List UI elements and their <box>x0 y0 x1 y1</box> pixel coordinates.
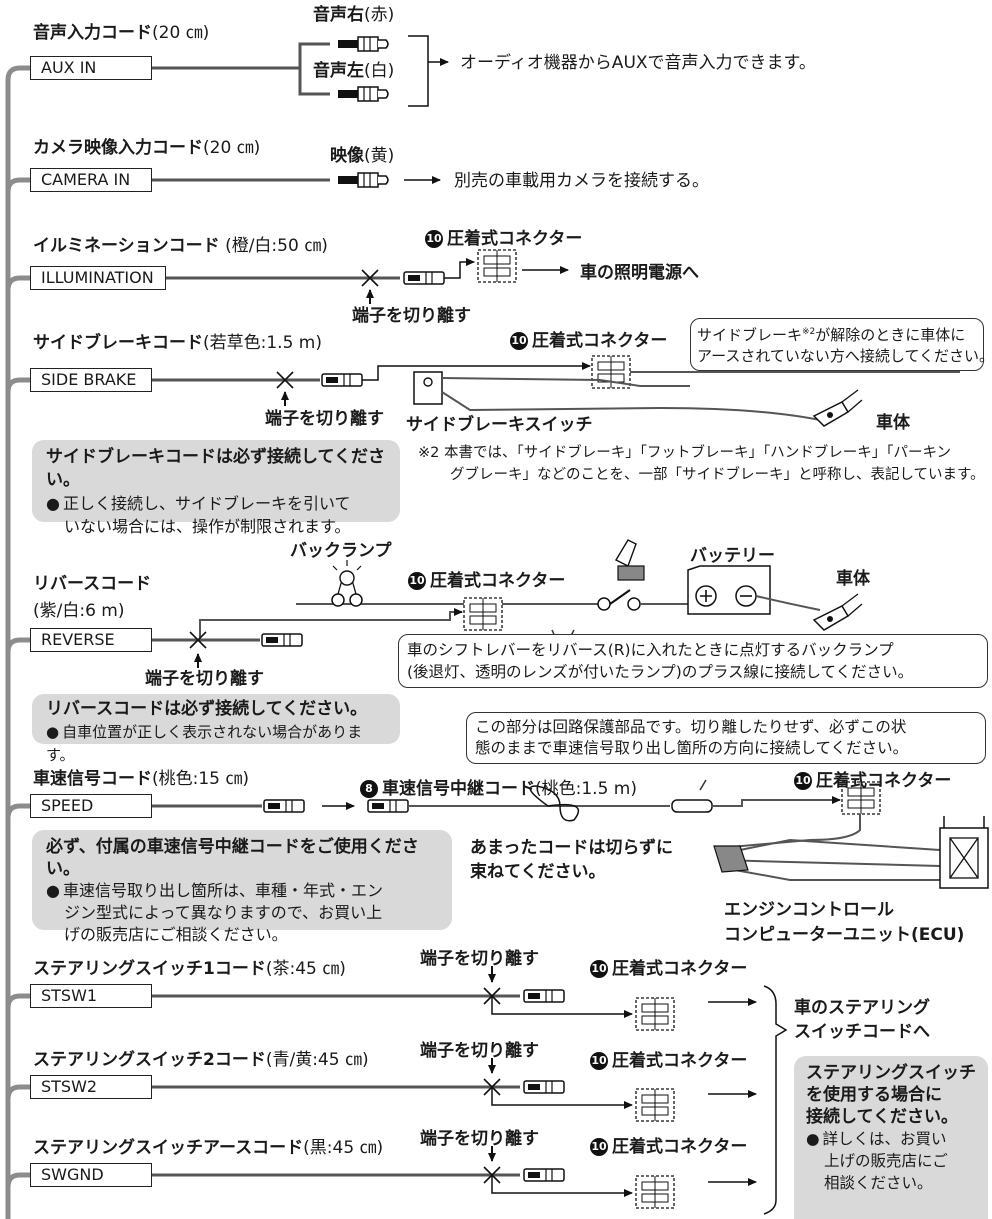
side-brake-label: SIDE BRAKE <box>30 368 152 392</box>
stsw1-cord-title: ステアリングスイッチ1コード(茶:45 ㎝) <box>33 959 346 979</box>
side-brake-callout: サイドブレーキ※2が解除のときに車体に アースされていない方へ接続してください。 <box>690 318 992 371</box>
side-brake-cord-title: サイドブレーキコード(若草色:1.5 m) <box>33 333 322 353</box>
stsw1-cut-label: 端子を切り離す <box>420 949 539 969</box>
battery-label: バッテリー <box>690 546 775 566</box>
illumination-cord-title: イルミネーションコード (橙/白:50 ㎝) <box>33 236 328 256</box>
side-brake-warning-box: サイドブレーキコードは必ず接続してください。 正しく接続し、サイドブレーキを引い… <box>32 440 400 536</box>
camera-destination: 別売の車載用カメラを接続する。 <box>454 171 709 191</box>
steering-note-box: ステアリングスイッチ を使用する場合に 接続してください。 詳しくは、お買い 上… <box>794 1056 988 1219</box>
swgnd-label: SWGND <box>30 1163 152 1187</box>
stsw2-cut-label: 端子を切り離す <box>420 1041 539 1061</box>
video-plug-label: 映像(黄) <box>330 146 395 166</box>
illumination-cut-label: 端子を切り離す <box>352 306 471 326</box>
speed-callout: この部分は回路保護部品です。切り離したりせず、必ずこの状 態のままで車速信号取り… <box>466 712 986 764</box>
camera-in-label: CAMERA IN <box>30 168 152 192</box>
speed-cord-title: 車速信号コード(桃色:15 ㎝) <box>33 769 250 789</box>
steering-destination: 車のステアリング スイッチコードへ <box>794 998 930 1042</box>
ecu-label: エンジンコントロール コンピューターユニット(ECU) <box>724 900 965 945</box>
reverse-body-label: 車体 <box>836 569 870 589</box>
reverse-cut-label: 端子を切り離す <box>145 669 264 689</box>
back-lamp-label: バックランプ <box>290 541 392 561</box>
speed-warning-box: 必ず、付属の車速信号中継コードをご使用ください。 車速信号取り出し箇所は、車種・… <box>32 830 452 944</box>
reverse-callout: 車のシフトレバーをリバース(R)に入れたときに点灯するバックランプ (後退灯、透… <box>398 634 988 688</box>
audio-left-label: 音声左(白) <box>313 61 395 81</box>
audio-right-label: 音声右(赤) <box>313 5 395 25</box>
reverse-cord-spec: (紫/白:6 m) <box>33 601 125 621</box>
swgnd-cord-title: ステアリングスイッチアースコード(黒:45 ㎝) <box>33 1138 384 1158</box>
stsw1-label: STSW1 <box>30 984 152 1008</box>
aux-destination: オーディオ機器からAUXで音声入力できます。 <box>460 53 816 73</box>
aux-cord-title: 音声入力コード(20 ㎝) <box>33 23 210 43</box>
stsw2-cord-title: ステアリングスイッチ2コード(青/黄:45 ㎝) <box>33 1050 369 1070</box>
aux-in-label: AUX IN <box>30 56 152 80</box>
illumination-label: ILLUMINATION <box>30 266 166 290</box>
swgnd-cut-label: 端子を切り離す <box>420 1129 539 1149</box>
camera-cord-title: カメラ映像入力コード(20 ㎝) <box>33 138 261 158</box>
side-brake-cut-label: 端子を切り離す <box>265 409 384 429</box>
reverse-label: REVERSE <box>30 628 152 652</box>
side-brake-body-label: 車体 <box>876 413 910 433</box>
reverse-cord-title: リバースコード <box>33 574 152 594</box>
stsw2-label: STSW2 <box>30 1075 152 1099</box>
side-brake-footnote: ※2 本書では、「サイドブレーキ」「フットブレーキ」「ハンドブレーキ」「パーキン… <box>418 445 985 483</box>
speed-label: SPEED <box>30 794 152 818</box>
side-brake-switch-label: サイドブレーキスイッチ <box>406 415 593 435</box>
reverse-warning-box: リバースコードは必ず接続してください。 自車位置が正しく表示されない場合がありま… <box>32 694 400 764</box>
bundle-instruction: あまったコードは切らずに 束ねてください。 <box>470 838 673 882</box>
illumination-destination: 車の照明電源へ <box>580 263 699 283</box>
